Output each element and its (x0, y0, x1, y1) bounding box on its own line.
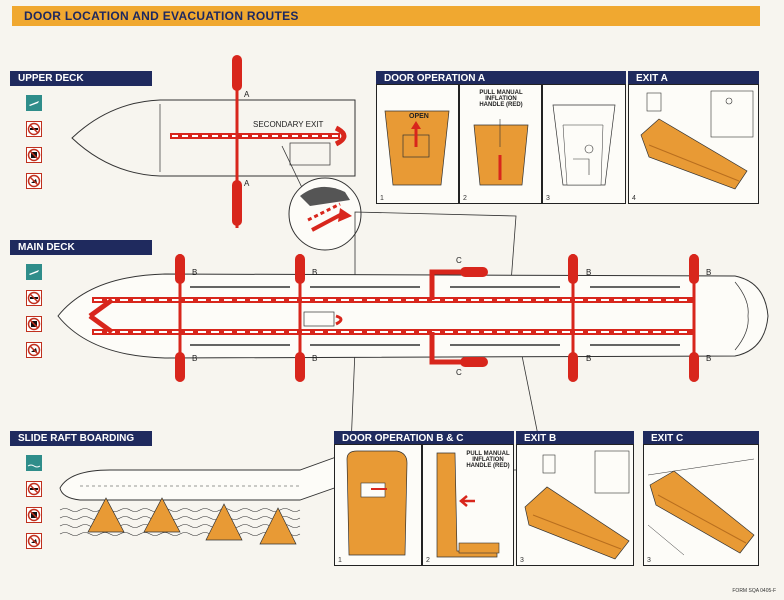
door-op-a-step-3: 3 (542, 84, 626, 204)
slide-raft-header: SLIDE RAFT BOARDING (10, 431, 152, 446)
door-label-b-2: B (312, 268, 318, 277)
door-label-b-6: B (312, 354, 318, 363)
no-smoking-icon (26, 481, 42, 497)
exit-c-header: EXIT C (643, 431, 759, 446)
no-smoking-icon (26, 290, 42, 306)
step-number: 2 (463, 195, 467, 202)
no-luggage-icon (26, 507, 42, 523)
no-high-heels-icon (26, 342, 42, 358)
door-label-b-1: B (192, 268, 198, 277)
no-luggage-icon (26, 147, 42, 163)
door-label-b-8: B (706, 354, 712, 363)
door-label-c-bottom: C (456, 368, 462, 377)
secondary-exit-label: SECONDARY EXIT (253, 120, 324, 129)
exit-c-panel: 3 (643, 444, 759, 566)
step-number: 3 (546, 195, 550, 202)
door-label-b-5: B (192, 354, 198, 363)
main-deck-header: MAIN DECK (10, 240, 152, 255)
step-number: 1 (380, 195, 384, 202)
door-label-b-3: B (586, 268, 592, 277)
page-title: DOOR LOCATION AND EVACUATION ROUTES (24, 9, 299, 23)
airplane-ditching-icon (26, 264, 42, 280)
exit-a-panel: 4 (628, 84, 759, 204)
airplane-ditching-icon (26, 95, 42, 111)
open-label: OPEN (409, 113, 429, 120)
title-banner: DOOR LOCATION AND EVACUATION ROUTES (12, 6, 760, 26)
no-smoking-icon (26, 121, 42, 137)
form-number: FORM SQA 0405-F (732, 588, 776, 594)
door-label-b-7: B (586, 354, 592, 363)
step-number: 3 (520, 557, 524, 564)
door-op-a-step-1: OPEN 1 (376, 84, 459, 204)
door-operation-a-header: DOOR OPERATION A (376, 71, 626, 86)
door-label-b-4: B (706, 268, 712, 277)
no-high-heels-icon (26, 533, 42, 549)
door-label-a-top: A (244, 90, 250, 99)
door-op-bc-step-1: 1 (334, 444, 422, 566)
step-number: 4 (632, 195, 636, 202)
airplane-ditching-icon (26, 455, 42, 471)
exit-b-header: EXIT B (516, 431, 634, 446)
step-number: 3 (647, 557, 651, 564)
door-label-c-top: C (456, 256, 462, 265)
step-number: 1 (338, 557, 342, 564)
no-luggage-icon (26, 316, 42, 332)
exit-b-panel: 3 (516, 444, 634, 566)
upper-deck-header: UPPER DECK (10, 71, 152, 86)
step-number: 2 (426, 557, 430, 564)
door-label-a-bottom: A (244, 179, 250, 188)
door-operation-bc-header: DOOR OPERATION B & C (334, 431, 514, 446)
exit-a-header: EXIT A (628, 71, 759, 86)
no-high-heels-icon (26, 173, 42, 189)
